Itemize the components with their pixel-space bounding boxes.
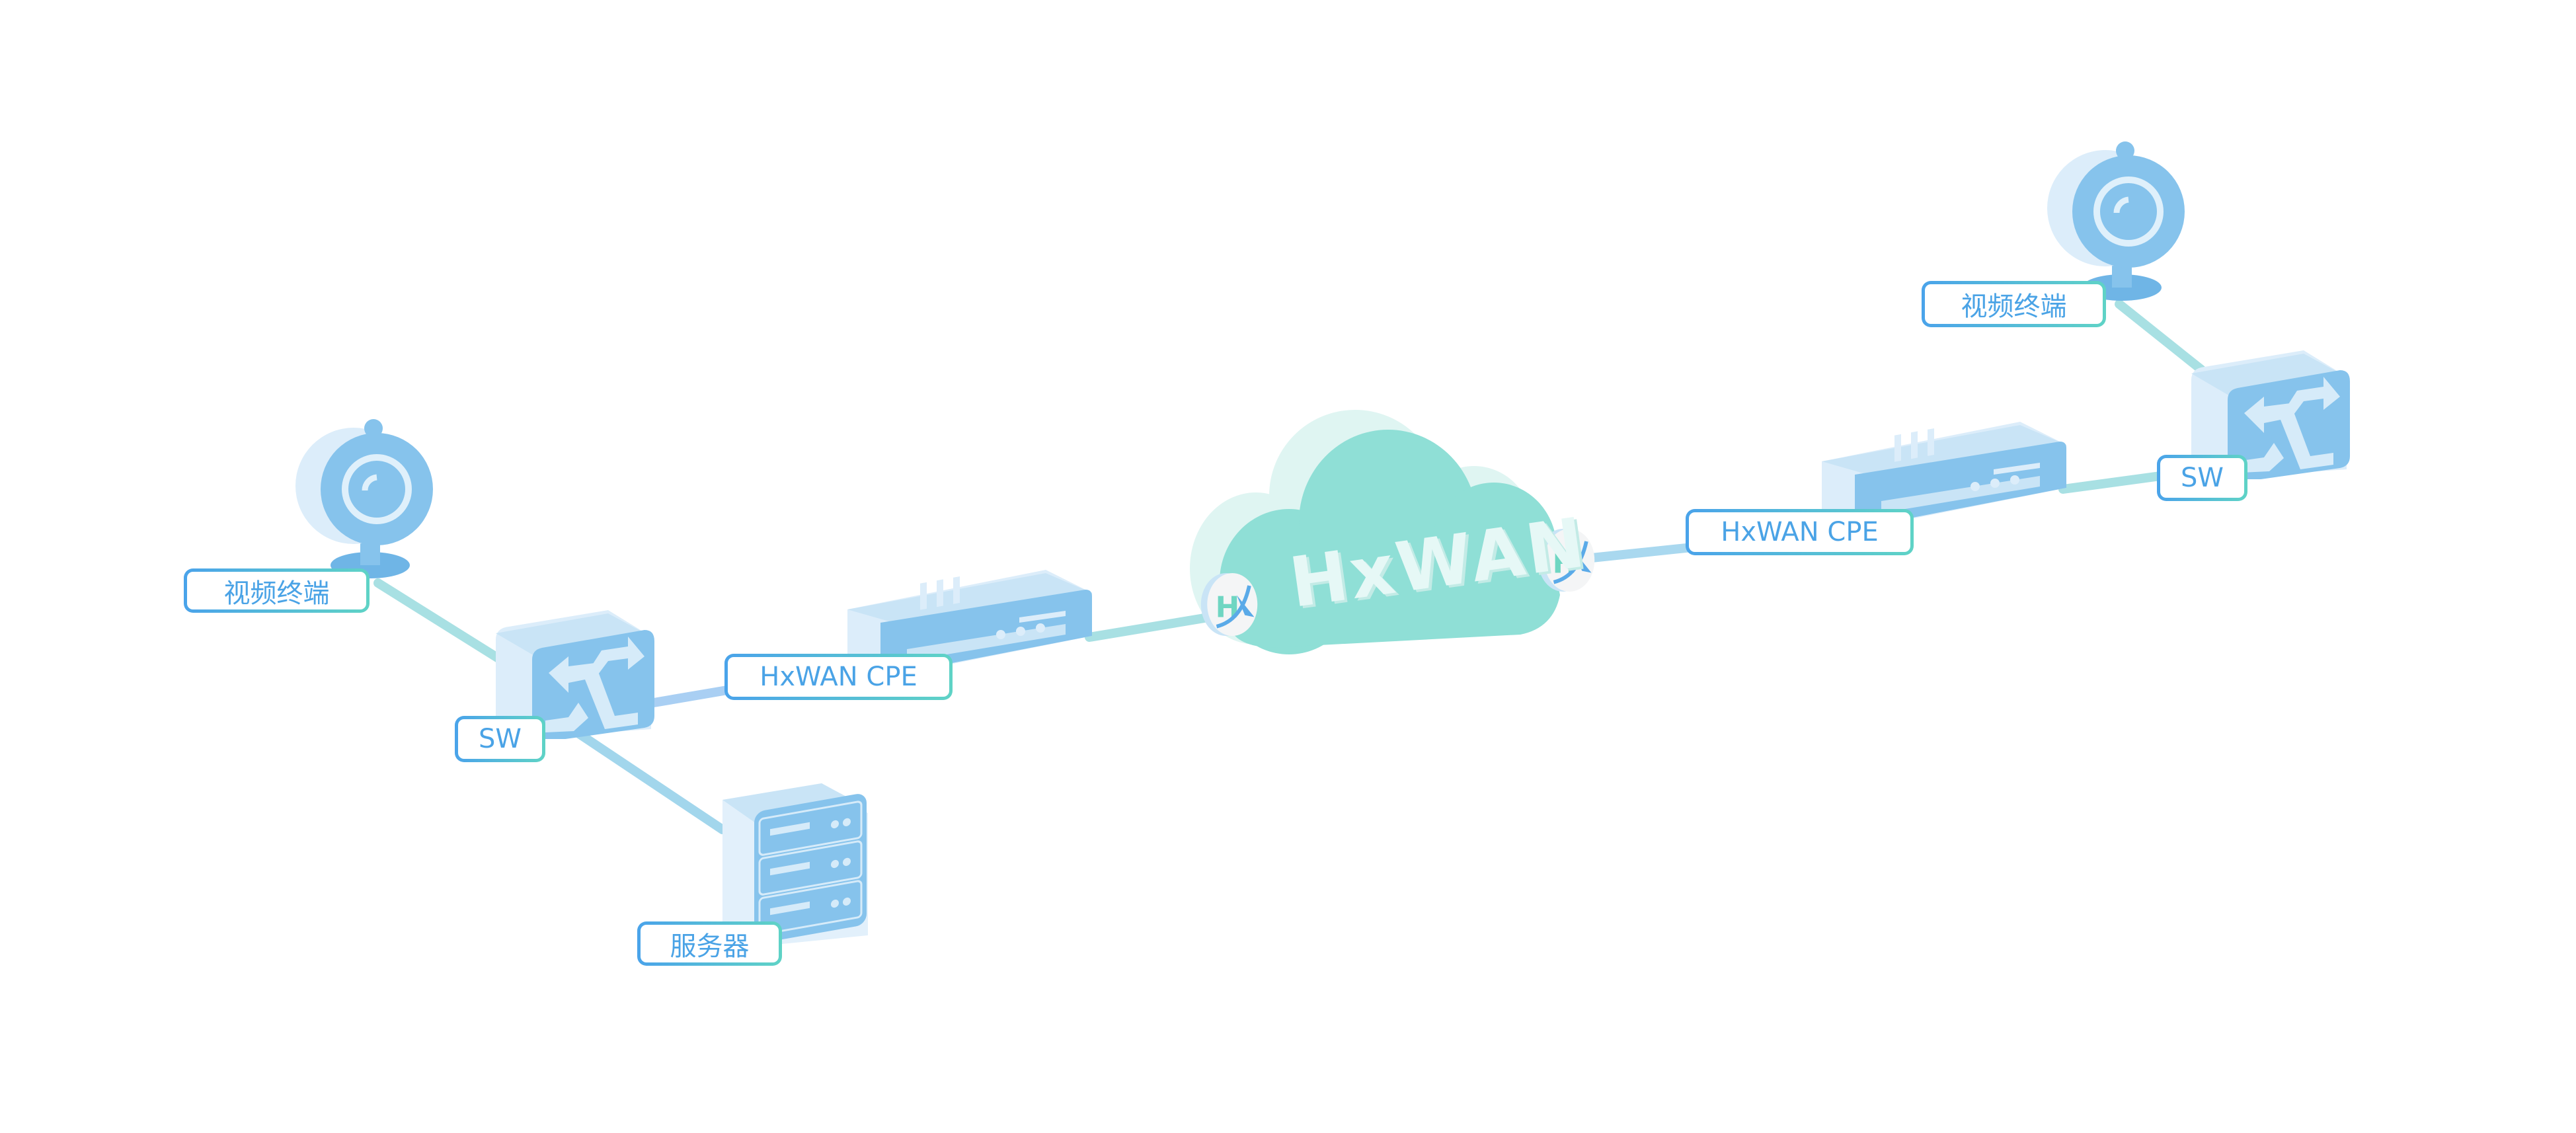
server-label: 服务器: [637, 921, 782, 966]
link-switch-server: [570, 726, 727, 834]
switch-right-label: SW: [2157, 455, 2247, 501]
link-cpe-cloud-left: [1085, 611, 1221, 642]
hx-logo-badge-left-icon: [1201, 573, 1258, 636]
cpe-right-label: HxWAN CPE: [1686, 509, 1914, 555]
video-terminal-right-icon: [2047, 141, 2185, 301]
switch-left-label: SW: [455, 716, 545, 762]
cloud: [1190, 410, 1560, 654]
link-camera-switch-left: [373, 578, 514, 670]
video-terminal-left-icon: [295, 419, 433, 578]
video-terminal-left-label: 视频终端: [184, 568, 370, 613]
video-terminal-right-label: 视频终端: [1922, 281, 2106, 327]
link-switch-camera-right: [2115, 299, 2206, 374]
cpe-left-label: HxWAN CPE: [724, 654, 953, 700]
